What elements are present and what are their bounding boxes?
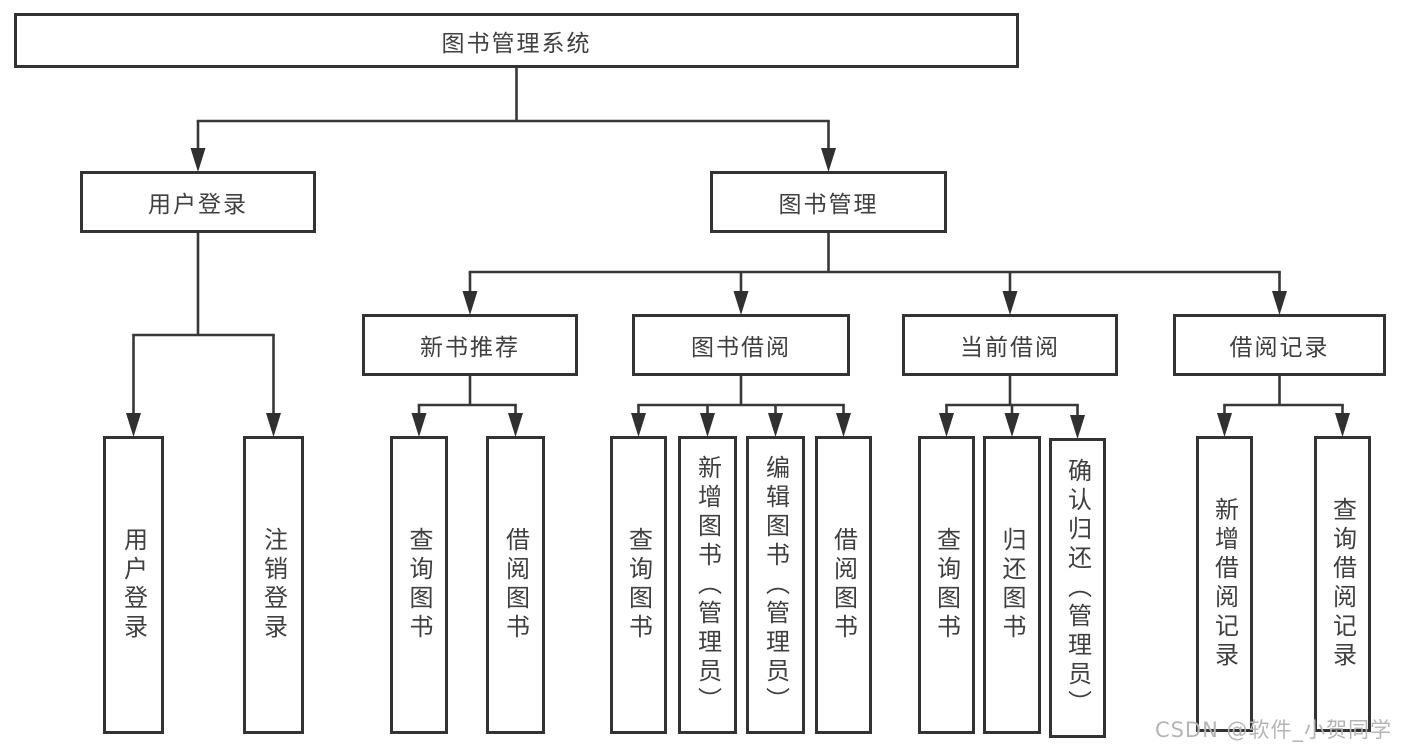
node-book-mgmt: 图书管理: [710, 171, 947, 233]
arrowhead-icon: [1002, 291, 1018, 315]
arrowhead-icon: [939, 413, 954, 437]
node-add-borrow-record: 新增借阅记录: [1196, 436, 1253, 732]
arrowhead-icon: [1335, 413, 1350, 437]
node-confirm-return: 确认归还（管理员）: [1049, 438, 1106, 738]
node-new-books: 新书推荐: [362, 314, 578, 376]
arrowhead-icon: [700, 413, 715, 437]
arrowhead-icon: [508, 413, 523, 437]
node-user-login-leaf: 用户登录: [103, 436, 164, 734]
arrowhead-icon: [126, 413, 141, 437]
node-query-books-2: 查询图书: [610, 436, 667, 734]
node-borrow-books-1: 借阅图书: [486, 436, 545, 734]
arrowhead-icon: [190, 148, 206, 172]
node-user-login: 用户登录: [80, 171, 316, 233]
node-book-borrow: 图书借阅: [632, 314, 850, 376]
arrowhead-icon: [768, 413, 783, 437]
node-return-books: 归还图书: [983, 436, 1041, 734]
node-borrow-records: 借阅记录: [1173, 314, 1386, 376]
arrowhead-icon: [1070, 415, 1085, 439]
watermark: CSDN @软件_小贺同学: [1154, 718, 1392, 742]
arrowhead-icon: [266, 413, 281, 437]
arrowhead-icon: [733, 291, 749, 315]
arrowhead-icon: [1004, 413, 1020, 437]
node-add-books: 新增图书（管理员）: [678, 436, 737, 734]
node-query-books-1: 查询图书: [390, 436, 448, 734]
arrowhead-icon: [631, 413, 646, 437]
node-current-borrow: 当前借阅: [902, 314, 1118, 376]
arrowhead-icon: [821, 148, 836, 172]
arrowhead-icon: [1272, 291, 1287, 315]
node-query-books-3: 查询图书: [918, 436, 975, 734]
arrowhead-icon: [411, 413, 427, 437]
node-borrow-books-2: 借阅图书: [815, 436, 872, 734]
node-root: 图书管理系统: [14, 13, 1019, 68]
node-edit-books: 编辑图书（管理员）: [746, 436, 805, 734]
arrowhead-icon: [836, 413, 851, 437]
arrowhead-icon: [462, 291, 478, 315]
arrowhead-icon: [1217, 413, 1232, 437]
node-logout-leaf: 注销登录: [243, 436, 304, 734]
node-query-borrow-record: 查询借阅记录: [1314, 436, 1371, 732]
